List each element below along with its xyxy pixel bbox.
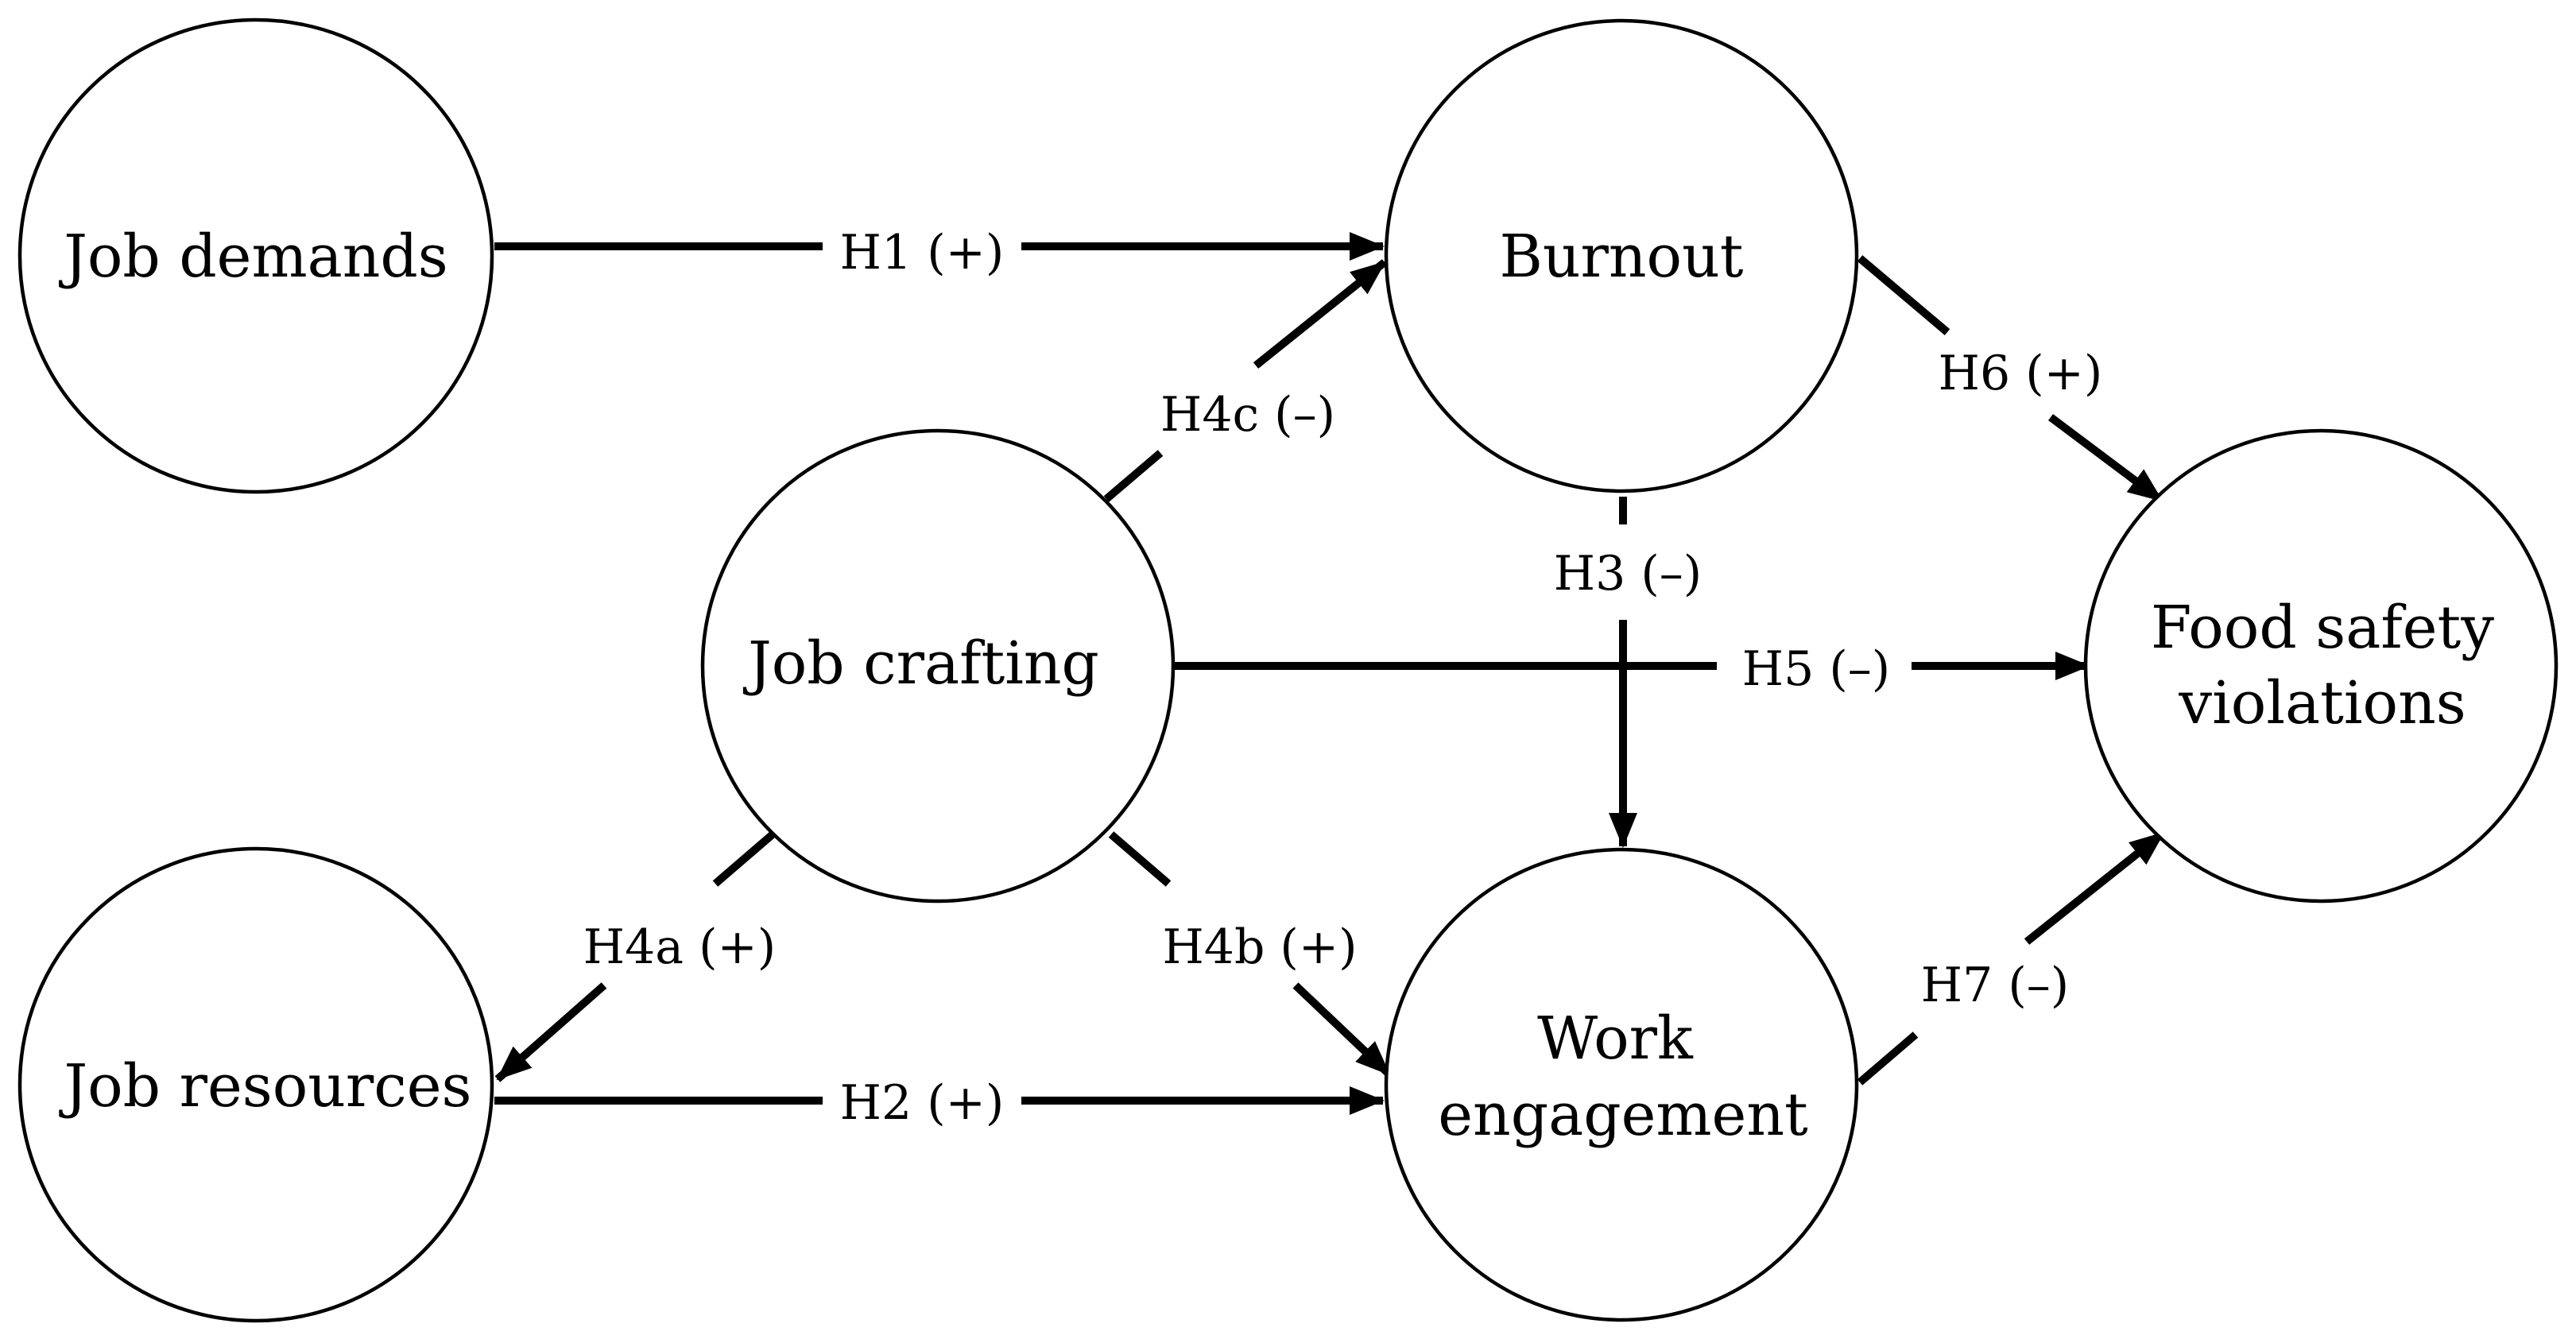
edge-label-h7: H7 (–): [1921, 958, 2069, 1013]
edge-h4b: H4b (+): [1108, 831, 1393, 1078]
edge-h3: H3 (–): [1554, 497, 1702, 848]
node-label-work-engagement-line2: engagement: [1438, 1081, 1808, 1149]
edge-h2: H2 (+): [494, 1075, 1385, 1131]
edge-label-h6: H6 (+): [1939, 346, 2103, 401]
edge-h4a: H4a (+): [494, 831, 776, 1082]
edge-label-h4b: H4b (+): [1162, 919, 1357, 975]
edge-label-h4c: H4c (–): [1160, 387, 1335, 443]
edge-h5: H5 (–): [1175, 641, 2090, 697]
node-label-job-resources: Job resources: [58, 1052, 471, 1120]
node-food-safety-violations: Food safety violations: [2083, 428, 2559, 904]
edge-label-h4a: H4a (+): [583, 919, 776, 975]
edge-h1: H1 (+): [494, 225, 1385, 281]
node-job-crafting: Job crafting: [700, 428, 1176, 904]
edge-label-h1: H1 (+): [840, 225, 1005, 281]
edge-h7: H7 (–): [1857, 830, 2167, 1086]
node-job-resources: Job resources: [17, 846, 494, 1323]
node-work-engagement: Work engagement: [1384, 847, 1859, 1322]
node-label-work-engagement-line1: Work: [1537, 1004, 1694, 1073]
edge-h4c: H4c (–): [1103, 259, 1388, 502]
edge-h6: H6 (+): [1857, 255, 2164, 504]
node-burnout: Burnout: [1384, 18, 1859, 493]
node-label-food-safety-line2: violations: [2178, 669, 2466, 737]
node-label-food-safety-line1: Food safety: [2151, 594, 2494, 662]
edge-label-h2: H2 (+): [840, 1075, 1005, 1131]
node-label-burnout: Burnout: [1499, 223, 1743, 291]
edge-label-h3: H3 (–): [1554, 546, 1702, 602]
node-label-job-demands: Job demands: [58, 223, 448, 291]
edge-label-h5: H5 (–): [1742, 641, 1890, 697]
node-label-job-crafting: Job crafting: [742, 629, 1099, 698]
node-job-demands: Job demands: [17, 17, 494, 494]
